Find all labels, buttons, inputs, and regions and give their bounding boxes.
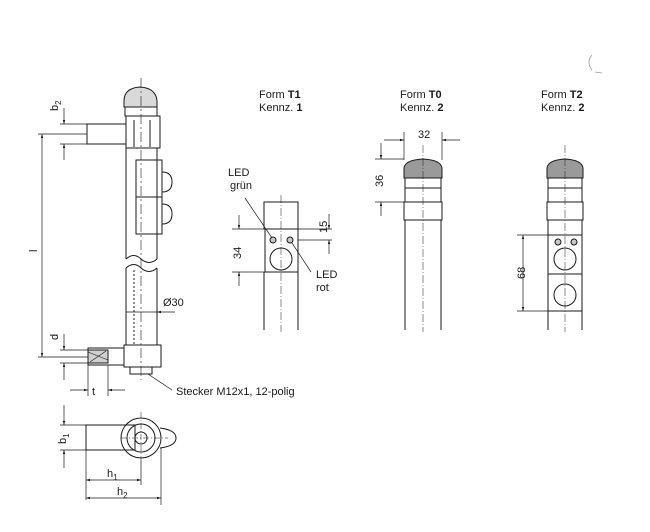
form-t1-dimensions (232, 197, 332, 286)
t1-led-green (269, 236, 277, 244)
dim-b1: b1 (57, 433, 71, 444)
dim-t0-32: 32 (418, 129, 430, 141)
dim-t: t (92, 386, 95, 398)
dim-t0-36: 36 (374, 175, 386, 187)
t2-led-green (554, 238, 562, 246)
left-dimensions (38, 108, 175, 396)
t1-led-red (286, 236, 294, 244)
connector-label: Stecker M12x1, 12-polig (176, 386, 295, 398)
form-t1-title: Form T1 Kennz. 1 (259, 89, 302, 114)
form-t2-dimensions (517, 234, 548, 312)
top-view-dimensions (60, 405, 162, 505)
led-gruen-line2: grün (230, 180, 252, 192)
form-t1-line2: Kennz. 1 (259, 102, 302, 114)
form-t0-drawing (403, 145, 443, 332)
form-t2-labels: 68 (516, 267, 528, 279)
dim-b2: b2 (49, 100, 63, 111)
dim-t1-15: 15 (318, 221, 330, 233)
form-t2-drawing (546, 145, 584, 332)
t2-led-red (570, 238, 578, 246)
led-rot-line2: rot (316, 282, 329, 294)
dim-diameter: Ø30 (163, 297, 184, 309)
form-t2-title: Form T2 Kennz. 2 (541, 89, 584, 114)
left-dimension-labels: b2 l d t Ø30 Stecker M12x1, 12-polig (28, 100, 295, 398)
led-rot-line1: LED (316, 269, 337, 281)
form-t0-labels: 32 36 (374, 129, 430, 187)
dim-h1: h1 (107, 468, 118, 482)
dim-t2-68: 68 (516, 267, 528, 279)
upper-cylinder (125, 115, 161, 149)
form-t1-drawing (263, 195, 299, 332)
dim-t1-34: 34 (232, 247, 244, 259)
top-cap (123, 86, 158, 108)
top-view-arm (85, 424, 136, 451)
form-t2-line2: Kennz. 2 (541, 102, 584, 114)
dim-h2: h2 (117, 486, 128, 500)
corner-mark (588, 54, 603, 74)
dim-d: d (49, 334, 61, 340)
led-gruen-line1: LED (228, 167, 249, 179)
dim-l: l (28, 250, 40, 252)
form-t0-line2: Kennz. 2 (400, 102, 443, 114)
handle-side-view (86, 78, 173, 380)
tube-break (125, 255, 158, 263)
form-t1-labels: LED grün LED rot 34 15 (228, 167, 337, 294)
lower-collar (123, 344, 162, 368)
form-t0-dimensions (375, 132, 460, 216)
form-t0-line1: Form T0 (400, 89, 442, 101)
form-t1-line1: Form T1 (259, 89, 301, 101)
handle-top-view (85, 412, 177, 460)
upper-arm (86, 123, 127, 145)
top-view-dimension-labels: b1 h1 h2 (57, 433, 128, 500)
form-t0-title: Form T0 Kennz. 2 (400, 89, 443, 114)
form-t2-line1: Form T2 (541, 89, 583, 101)
